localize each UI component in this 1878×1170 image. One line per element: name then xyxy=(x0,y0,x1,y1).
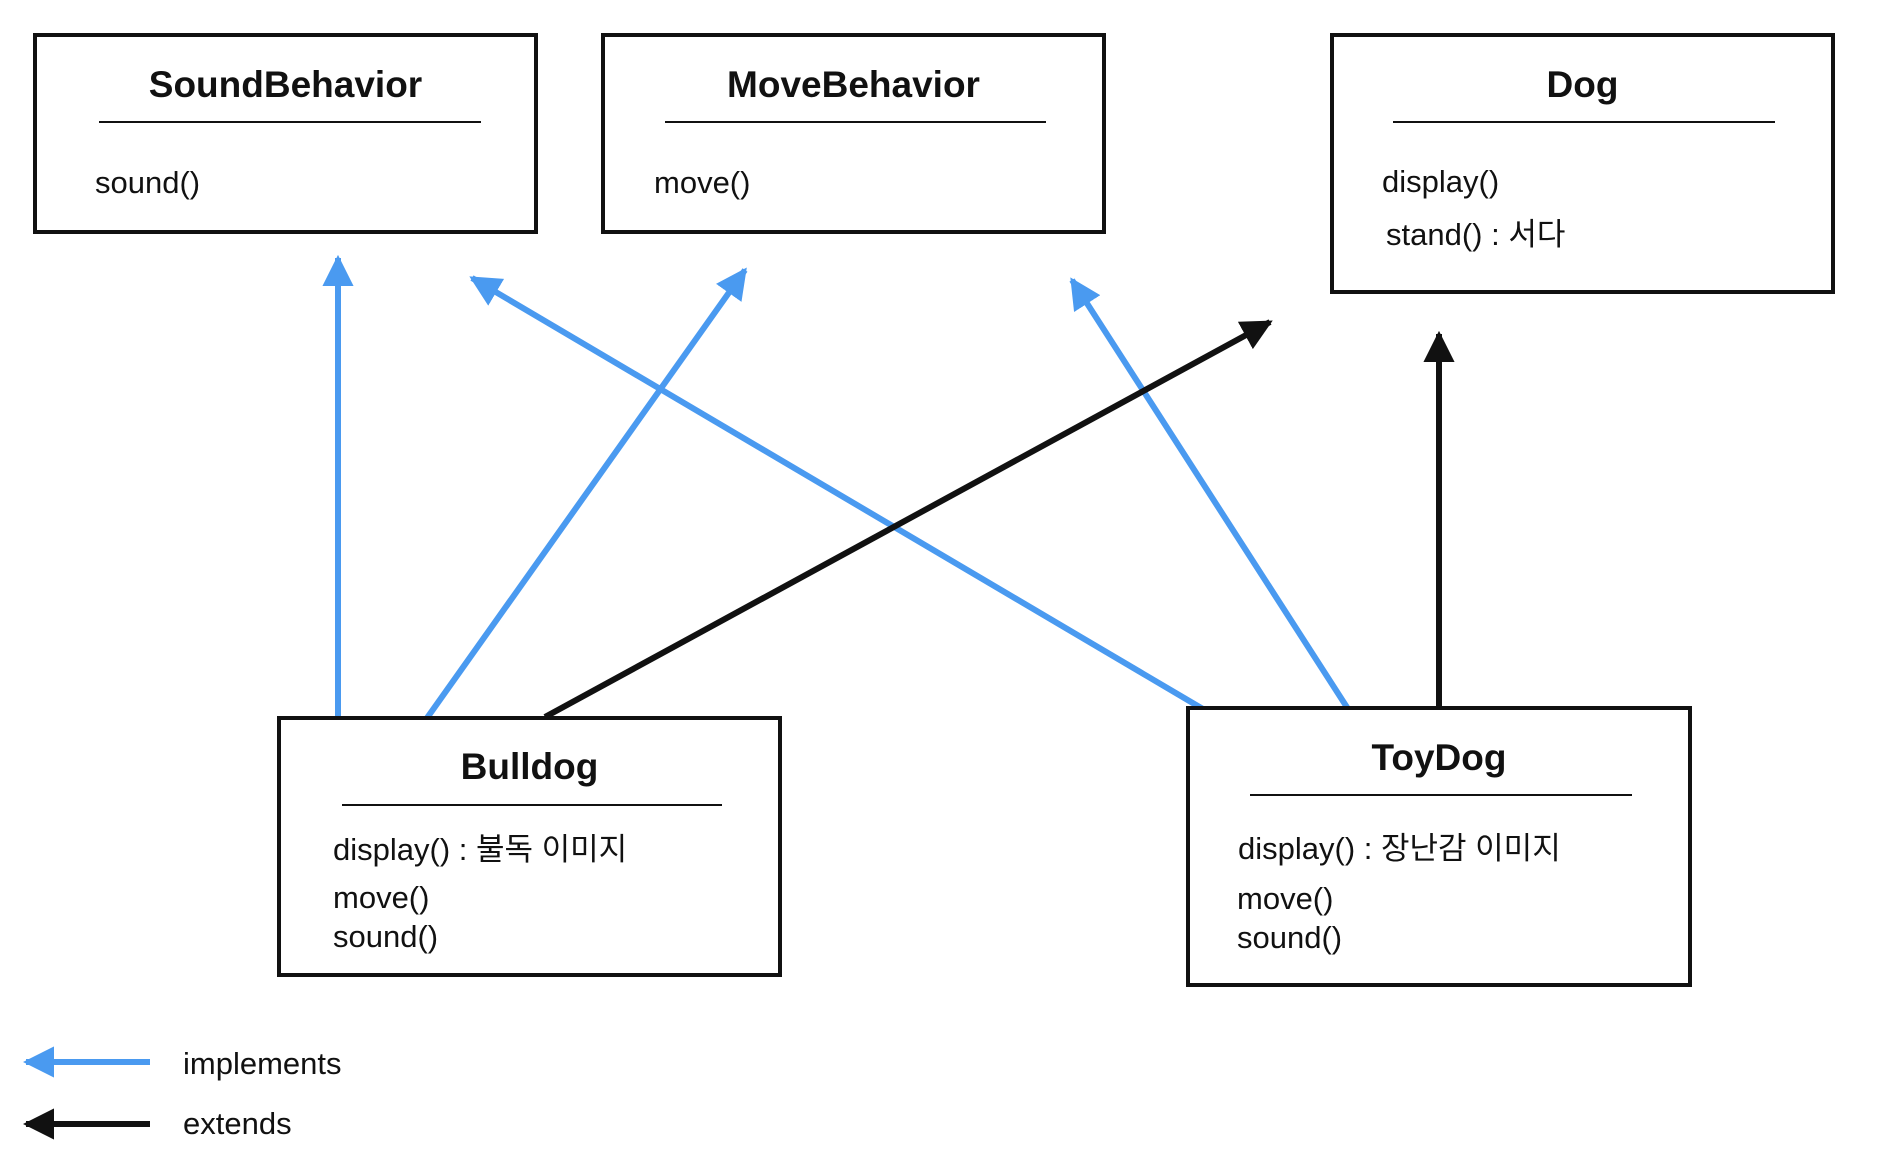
class-box-movebehavior: MoveBehavior move() xyxy=(601,33,1106,234)
class-name: SoundBehavior xyxy=(148,64,423,105)
class-divider xyxy=(99,121,481,123)
class-box-soundbehavior: SoundBehavior sound() xyxy=(33,33,538,234)
method-item: move() xyxy=(654,165,751,200)
class-box-bulldog: Bulldog display() : 불독 이미지 move() sound(… xyxy=(277,716,782,977)
arrow-toydog-to-soundbehavior xyxy=(469,275,1210,715)
class-box-toydog: ToyDog display() : 장난감 이미지 move() sound(… xyxy=(1186,706,1692,987)
class-divider xyxy=(1393,121,1775,123)
class-name: Dog xyxy=(1546,64,1619,105)
arrow-bulldog-to-dog xyxy=(543,319,1273,720)
method-item: display() xyxy=(1382,164,1500,199)
arrow-bulldog-to-movebehavior xyxy=(424,267,748,720)
method-item: move() xyxy=(1237,881,1334,916)
method-item: display() : 불독 이미지 xyxy=(333,832,628,867)
method-item: sound() xyxy=(333,919,439,954)
legend-extends-label: extends xyxy=(183,1106,292,1141)
method-item: move() xyxy=(333,880,430,915)
method-item: stand() : 서다 xyxy=(1386,217,1566,252)
class-divider xyxy=(342,804,722,806)
legend-implements-label: implements xyxy=(183,1046,342,1081)
method-item: sound() xyxy=(1237,920,1343,955)
method-item: sound() xyxy=(95,165,201,200)
arrow-toydog-to-movebehavior xyxy=(1069,277,1353,714)
class-divider xyxy=(1250,794,1632,796)
class-name: Bulldog xyxy=(460,746,599,787)
class-name: MoveBehavior xyxy=(727,64,980,105)
class-box-dog: Dog display() stand() : 서다 xyxy=(1330,33,1835,294)
class-divider xyxy=(665,121,1046,123)
method-item: display() : 장난감 이미지 xyxy=(1238,831,1561,866)
class-name: ToyDog xyxy=(1371,737,1507,778)
